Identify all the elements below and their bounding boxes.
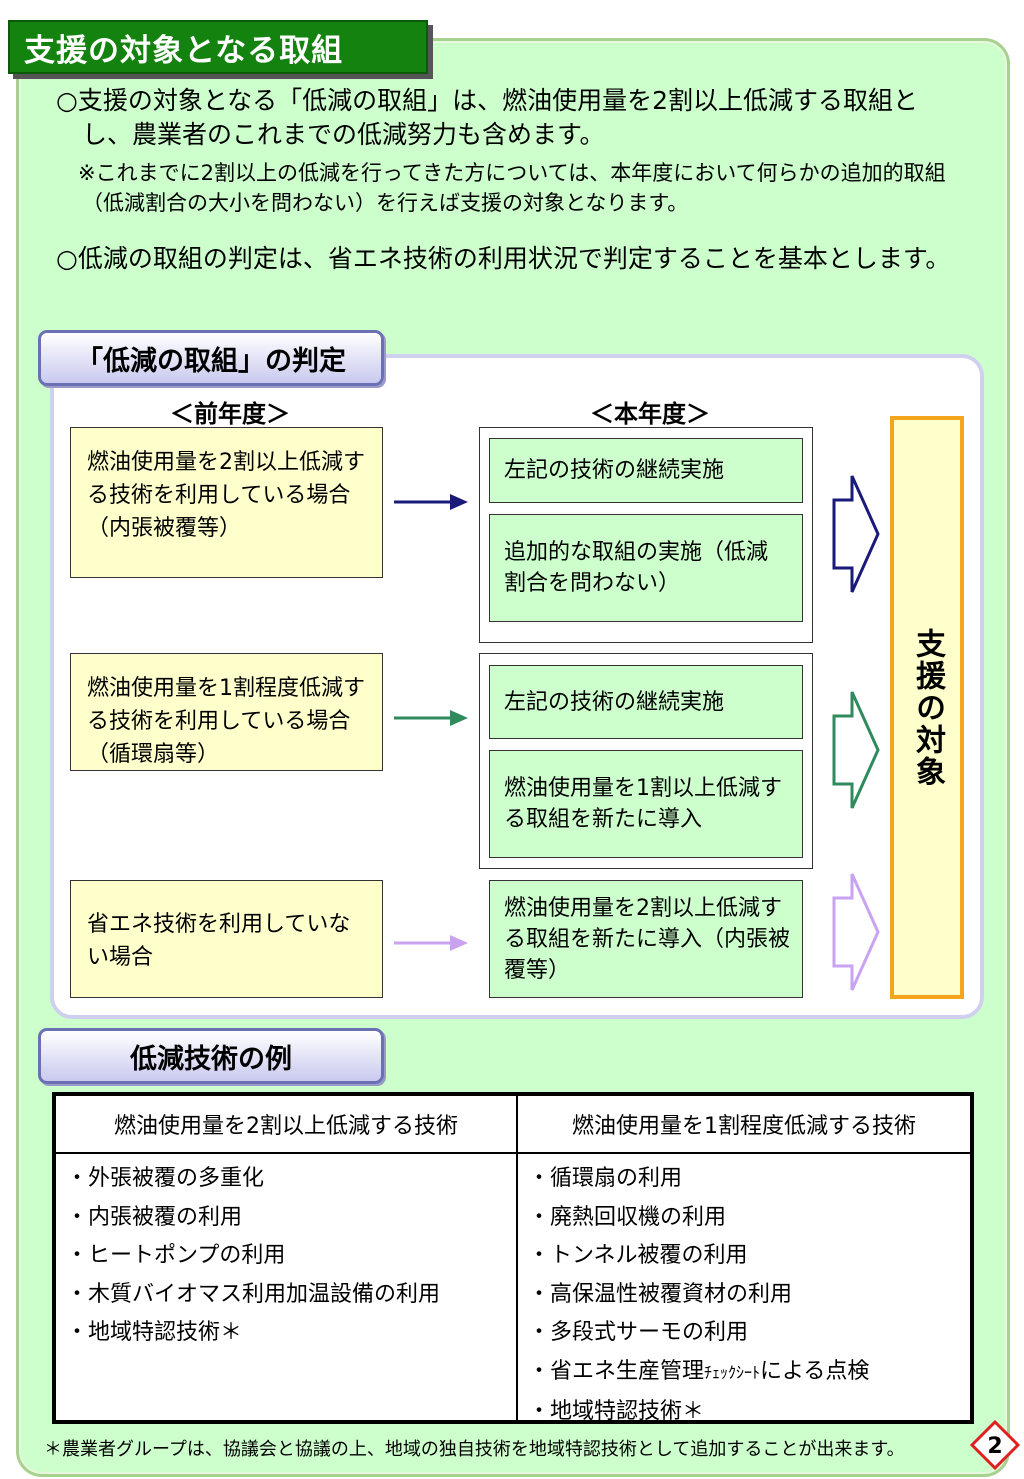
arrow-row-1-icon bbox=[394, 494, 468, 510]
prev-case-20pct: 燃油使用量を2割以上低減する技術を利用している場合（内張被覆等） bbox=[70, 427, 383, 578]
list-item: ・循環扇の利用 bbox=[528, 1166, 683, 1191]
action-continue-2-label: 左記の技術の継続実施 bbox=[504, 689, 725, 715]
judgement-tab: 「低減の取組」の判定 bbox=[38, 330, 384, 386]
tech-column-10pct: 燃油使用量を1割程度低減する技術 ・循環扇の利用 ・廃熱回収機の利用 ・トンネル… bbox=[518, 1096, 970, 1424]
action-continue-2: 左記の技術の継続実施 bbox=[489, 665, 803, 739]
action-new-10pct-label: 燃油使用量を1割以上低減する取組を新たに導入 bbox=[504, 776, 782, 832]
tech-column-20pct: 燃油使用量を2割以上低減する技術 ・外張被覆の多重化 ・内張被覆の利用 ・ヒート… bbox=[56, 1096, 516, 1420]
list-item: ・トンネル被覆の利用 bbox=[528, 1243, 748, 1269]
action-additional-label: 追加的な取組の実施（低減割合を問わない） bbox=[504, 540, 769, 596]
arrow-row-2-icon bbox=[394, 710, 468, 726]
support-target-box: 支援の対象 bbox=[890, 416, 964, 999]
action-new-20pct: 燃油使用量を2割以上低減する取組を新たに導入（内張被覆等） bbox=[489, 880, 803, 998]
page-number: 2 bbox=[987, 1434, 1002, 1459]
action-continue-1: 左記の技術の継続実施 bbox=[489, 438, 803, 503]
big-arrow-row-2-icon bbox=[832, 691, 880, 809]
big-arrow-row-3-icon bbox=[832, 873, 880, 991]
tech-column-header: 燃油使用量を2割以上低減する技術 bbox=[56, 1096, 516, 1154]
intro-paragraph-2: ○低減の取組の判定は、省エネ技術の利用状況で判定することを基本とします。 bbox=[56, 244, 951, 273]
list-item: ・木質バイオマス利用加温設備の利用 bbox=[66, 1281, 441, 1307]
list-item: ・内張被覆の利用 bbox=[66, 1204, 243, 1230]
list-item: ・省エネ生産管理ﾁｪｯｸｼｰﾄによる点検 bbox=[528, 1353, 970, 1393]
intro-paragraph-1: ○支援の対象となる「低減の取組」は、燃油使用量を2割以上低減する取組とし、農業者… bbox=[56, 86, 918, 149]
list-item-text: ・省エネ生産管理 bbox=[528, 1358, 705, 1384]
list-item: ・多段式サーモの利用 bbox=[528, 1320, 749, 1346]
examples-tab: 低減技術の例 bbox=[38, 1028, 384, 1084]
arrow-row-3-icon bbox=[394, 935, 468, 951]
list-item: ・ヒートポンプの利用 bbox=[66, 1243, 286, 1269]
list-item-text-small: ﾁｪｯｸｼｰﾄ bbox=[704, 1362, 761, 1382]
intro-note: ※これまでに2割以上の低減を行ってきた方については、本年度において何らかの追加的… bbox=[78, 161, 946, 215]
tech-table: 燃油使用量を2割以上低減する技術 ・外張被覆の多重化 ・内張被覆の利用 ・ヒート… bbox=[52, 1092, 974, 1424]
footnote: ＊農業者グループは、協議会と協議の上、地域の独自技術を地域特認技術として追加する… bbox=[44, 1439, 905, 1460]
list-item: ・高保温性被覆資材の利用 bbox=[528, 1281, 793, 1307]
action-new-20pct-label: 燃油使用量を2割以上低減する取組を新たに導入（内張被覆等） bbox=[504, 895, 791, 983]
tech-column-header: 燃油使用量を1割程度低減する技術 bbox=[518, 1096, 970, 1154]
action-additional: 追加的な取組の実施（低減割合を問わない） bbox=[489, 514, 803, 622]
list-item-text: による点検 bbox=[760, 1358, 870, 1384]
action-continue-1-label: 左記の技術の継続実施 bbox=[504, 458, 725, 483]
page-number-badge: 2 bbox=[970, 1420, 1020, 1470]
this-year-heading: ＜本年度＞ bbox=[590, 400, 710, 428]
prev-year-heading: ＜前年度＞ bbox=[170, 400, 290, 428]
list-item: ・地域特認技術＊ bbox=[66, 1320, 243, 1346]
action-new-10pct: 燃油使用量を1割以上低減する取組を新たに導入 bbox=[489, 750, 803, 858]
list-item: ・外張被覆の多重化 bbox=[66, 1166, 265, 1191]
big-arrow-row-1-icon bbox=[832, 475, 880, 593]
list-item: ・廃熱回収機の利用 bbox=[528, 1204, 727, 1230]
page-title: 支援の対象となる取組 bbox=[8, 20, 428, 74]
list-item: ・地域特認技術＊ bbox=[528, 1398, 705, 1424]
prev-case-none: 省エネ技術を利用していない場合 bbox=[70, 880, 383, 998]
prev-case-10pct: 燃油使用量を1割程度低減する技術を利用している場合（循環扇等） bbox=[70, 653, 383, 771]
